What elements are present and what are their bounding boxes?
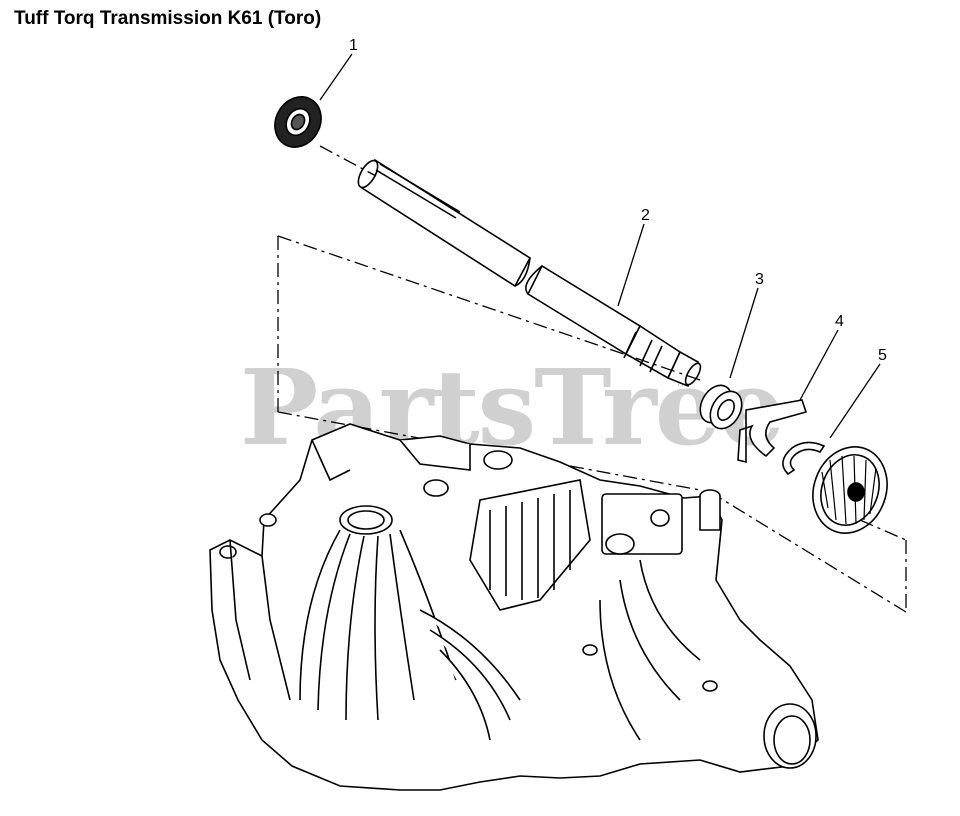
part-4-clip[interactable] [737,399,808,464]
callout-1[interactable]: 1 [349,37,358,54]
callout-2[interactable]: 2 [641,207,650,224]
callout-leaders [319,53,881,439]
part-1-seal[interactable] [266,88,330,155]
diagram-title: Tuff Torq Transmission K61 (Toro) [14,8,322,29]
transmission-housing[interactable] [209,423,819,791]
part-3-bushing[interactable] [694,380,748,435]
part-2-shaft[interactable] [354,158,703,388]
callout-4[interactable]: 4 [835,313,844,330]
callout-3[interactable]: 3 [755,271,764,288]
callout-5[interactable]: 5 [878,347,887,364]
assembly-guide-lines [277,145,907,613]
part-5-gear[interactable] [782,436,899,543]
